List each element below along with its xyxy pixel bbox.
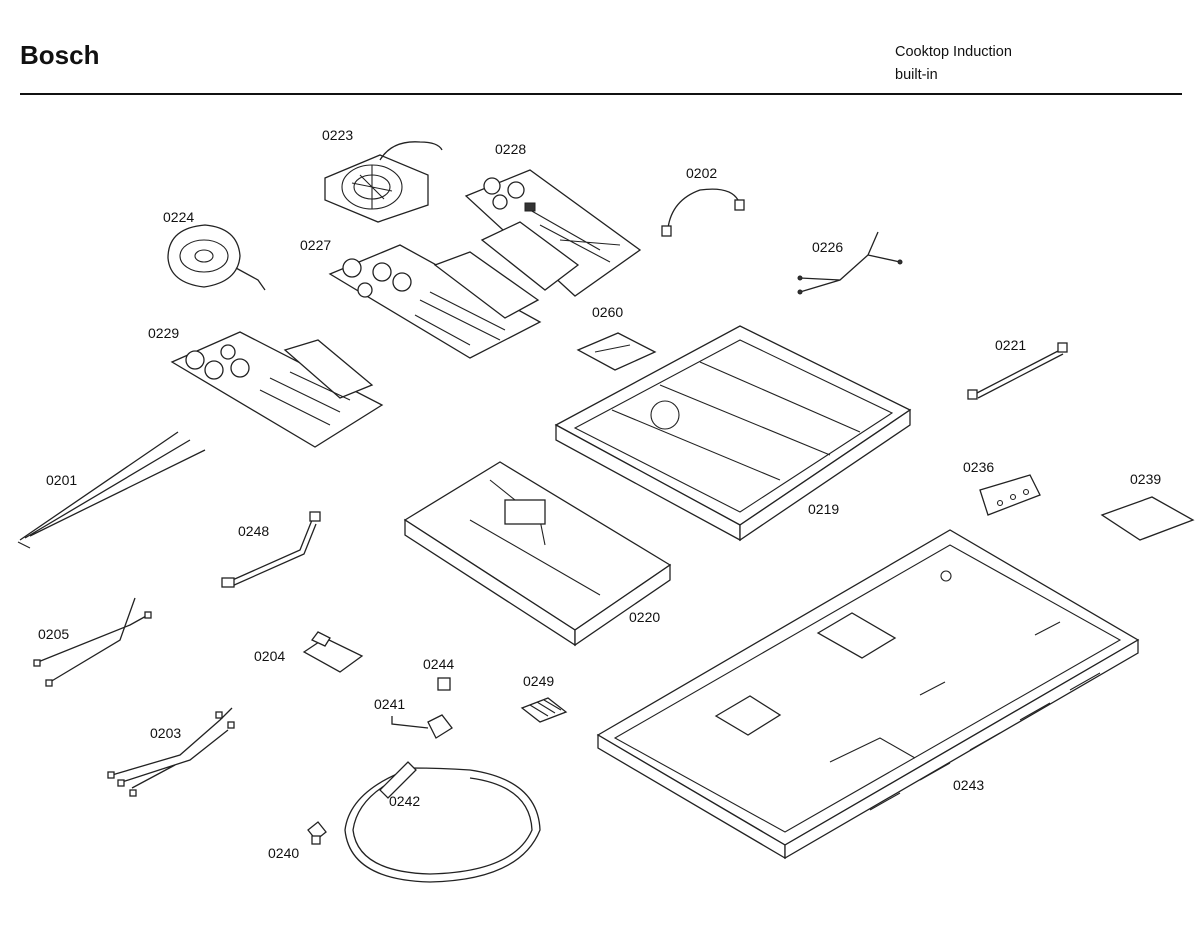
part-0243-strain-relief-icon[interactable]: 0240	[268, 821, 327, 861]
label-0241: 0241	[374, 696, 405, 712]
part-0203-wire-harness-icon[interactable]: 0203	[107, 707, 235, 797]
part-0224-fan-icon[interactable]: 0224	[163, 209, 266, 291]
part-0236-bracket-icon[interactable]: 0236	[963, 459, 1041, 516]
label-0249: 0249	[523, 673, 554, 689]
label-0204: 0204	[254, 648, 285, 664]
part-0201-wire-harness-icon[interactable]: 0201	[17, 431, 206, 549]
part-0221-cable-icon[interactable]: 0221	[967, 337, 1068, 400]
part-0249-terminal-block-icon[interactable]: 0249	[520, 673, 568, 723]
part-0241-clip-icon[interactable]: 0241	[374, 696, 453, 739]
product-line-1: Cooktop Induction	[895, 44, 1012, 60]
part-0244-clip-icon[interactable]: 0244	[423, 656, 454, 691]
label-0227: 0227	[300, 237, 331, 253]
part-0202-cable-icon[interactable]: 0202	[661, 165, 745, 237]
label-0224: 0224	[163, 209, 194, 225]
label-0228: 0228	[495, 141, 526, 157]
part-0240-bottom-pan-icon[interactable]: 0243	[596, 529, 1140, 860]
part-0223-fan-icon[interactable]: 0223	[322, 127, 443, 223]
label-0260: 0260	[592, 304, 623, 320]
part-0248-cable-icon[interactable]: 0248	[221, 511, 321, 588]
label-0201: 0201	[46, 472, 77, 488]
label-0248: 0248	[238, 523, 269, 539]
label-0239: 0239	[1130, 471, 1161, 487]
part-0205-wire-harness-icon[interactable]: 0205	[33, 597, 152, 687]
label-0244: 0244	[423, 656, 454, 672]
part-0239-insulation-pad-icon[interactable]: 0239	[1100, 471, 1195, 541]
label-0223: 0223	[322, 127, 353, 143]
brand-name: Bosch	[20, 40, 100, 70]
product-line-2: built-in	[895, 67, 938, 83]
label-0236: 0236	[963, 459, 994, 475]
part-0204-bracket-icon[interactable]: 0204	[254, 631, 364, 673]
part-0260-insulation-pad-icon[interactable]: 0260	[576, 304, 657, 371]
label-0240: 0243	[953, 777, 984, 793]
part-0227-circuit-board-icon[interactable]: 0227	[300, 237, 542, 359]
part-0219-housing-frame-icon[interactable]: 0219	[554, 325, 912, 542]
label-0242: 0242	[389, 793, 420, 809]
label-0221: 0221	[995, 337, 1026, 353]
part-0228-circuit-board-icon[interactable]: 0228	[464, 141, 642, 297]
product-description: Cooktop Induction built-in	[895, 41, 1012, 87]
label-0243: 0240	[268, 845, 299, 861]
part-0226-wire-harness-icon[interactable]: 0226	[797, 231, 903, 295]
part-0229-circuit-board-icon[interactable]: 0229	[148, 325, 384, 448]
label-0205: 0205	[38, 626, 69, 642]
header-divider	[20, 93, 1182, 95]
label-0220: 0220	[629, 609, 660, 625]
label-0219: 0219	[808, 501, 839, 517]
label-0229: 0229	[148, 325, 179, 341]
part-0220-housing-frame-icon[interactable]: 0220	[403, 461, 672, 647]
label-0203: 0203	[150, 725, 181, 741]
label-0226: 0226	[812, 239, 843, 255]
part-0242-power-cord-icon[interactable]: 0242	[344, 761, 541, 883]
label-0202: 0202	[686, 165, 717, 181]
